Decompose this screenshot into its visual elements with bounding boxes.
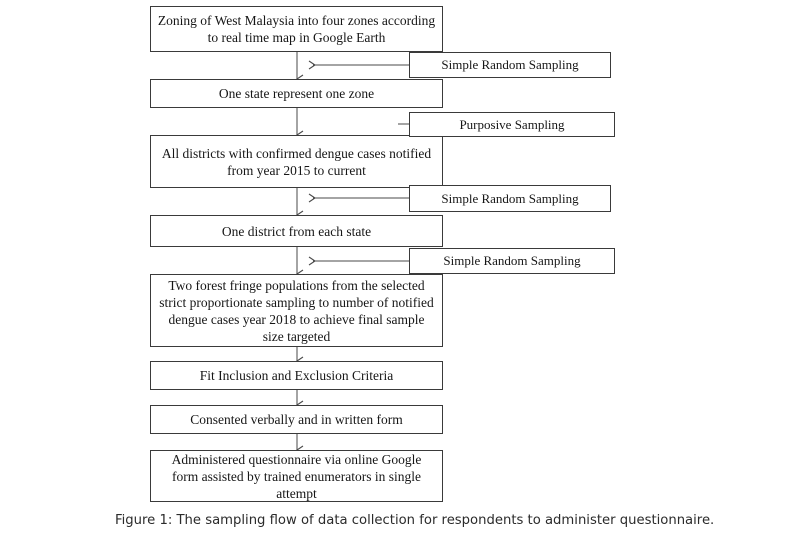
sampling-method-simple-random-1: Simple Random Sampling bbox=[409, 52, 611, 78]
sampling-method-purposive: Purposive Sampling bbox=[409, 112, 615, 137]
flow-step-inclusion-exclusion-criteria: Fit Inclusion and Exclusion Criteria bbox=[150, 361, 443, 390]
flow-step-label: Administered questionnaire via online Go… bbox=[171, 451, 422, 501]
flow-step-two-forest-fringe: Two forest fringe populations from the s… bbox=[150, 274, 443, 347]
flow-step-label: Fit Inclusion and Exclusion Criteria bbox=[199, 368, 394, 383]
flow-step-label: All districts with confirmed dengue case… bbox=[161, 145, 432, 178]
flow-step-all-districts: All districts with confirmed dengue case… bbox=[150, 135, 443, 188]
flow-step-label: One district from each state bbox=[221, 223, 372, 239]
flow-step-label: One state represent one zone bbox=[218, 86, 375, 101]
sampling-method-simple-random-2: Simple Random Sampling bbox=[409, 185, 611, 212]
flow-step-one-state: One state represent one zone bbox=[150, 79, 443, 108]
flow-step-one-district: One district from each state bbox=[150, 215, 443, 247]
flow-step-label: Zoning of West Malaysia into four zones … bbox=[157, 13, 436, 45]
flow-step-administered-questionnaire: Administered questionnaire via online Go… bbox=[150, 450, 443, 502]
flow-step-consent: Consented verbally and in written form bbox=[150, 405, 443, 434]
flow-step-zoning: Zoning of West Malaysia into four zones … bbox=[150, 6, 443, 52]
flow-step-label: Two forest fringe populations from the s… bbox=[159, 277, 434, 344]
sampling-method-simple-random-3: Simple Random Sampling bbox=[409, 248, 615, 274]
sampling-method-label: Simple Random Sampling bbox=[443, 253, 581, 268]
figure-caption: Figure 1: The sampling flow of data coll… bbox=[115, 513, 715, 528]
sampling-method-label: Simple Random Sampling bbox=[441, 57, 579, 72]
flow-step-label: Consented verbally and in written form bbox=[190, 412, 403, 427]
sampling-method-label: Simple Random Sampling bbox=[441, 190, 579, 206]
sampling-method-label: Purposive Sampling bbox=[459, 116, 565, 132]
